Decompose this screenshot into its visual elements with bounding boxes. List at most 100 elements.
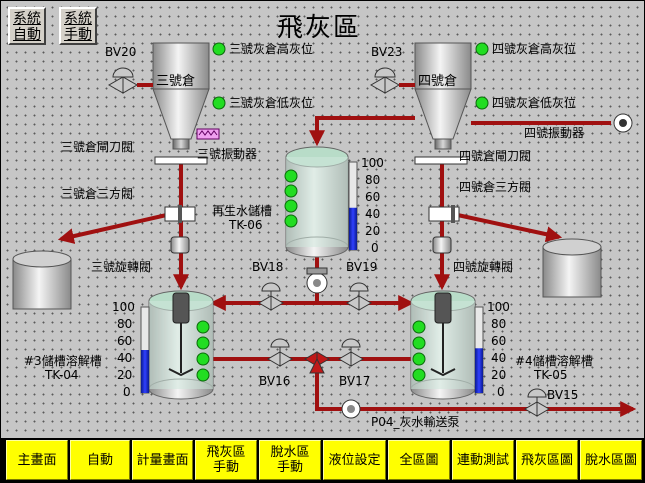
tk06-scale-80: 80 bbox=[365, 173, 381, 187]
nav-button-2[interactable]: 計量畫面 bbox=[132, 440, 193, 480]
nav-button-label: 手動 bbox=[276, 460, 303, 475]
silo3-three-way-label: 三號倉三方閥 bbox=[61, 187, 134, 201]
nav-button-label: 主畫面 bbox=[17, 452, 57, 468]
bv16-label: BV16 bbox=[259, 374, 291, 388]
nav-button-7[interactable]: 連動測試 bbox=[452, 440, 514, 480]
tk04-tank bbox=[140, 290, 214, 400]
silo4-knife-gate[interactable] bbox=[414, 156, 468, 165]
system-auto-line1: 系統 bbox=[13, 11, 41, 27]
silo3-divert-pipe bbox=[57, 212, 172, 244]
tk04-name: #3儲槽溶解槽 bbox=[24, 354, 102, 368]
system-manual-line1: 系統 bbox=[64, 11, 92, 27]
process-diagram bbox=[12, 42, 637, 419]
system-auto-line2: 自動 bbox=[13, 27, 41, 43]
ash-bin-right bbox=[542, 238, 602, 298]
ash-bin-left bbox=[12, 250, 72, 310]
nav-button-label: 液位設定 bbox=[328, 452, 381, 468]
tk06-pump[interactable] bbox=[306, 267, 328, 294]
silo4-three-way-label: 四號倉三方閥 bbox=[459, 180, 532, 194]
tk05-scale-60: 60 bbox=[491, 334, 507, 348]
nav-button-5[interactable]: 液位設定 bbox=[323, 440, 386, 480]
p04-pump-label: P04_灰水輸送泵 bbox=[371, 415, 460, 429]
nav-button-label: 脫水區 bbox=[270, 445, 310, 460]
silo4-rotary-valve[interactable] bbox=[432, 236, 452, 254]
tk04-scale-100: 100 bbox=[112, 300, 135, 314]
bv15-valve[interactable] bbox=[524, 388, 550, 417]
silo4-high-level-lamp bbox=[475, 42, 489, 56]
system-auto-button[interactable]: 系統 自動 bbox=[8, 7, 46, 45]
tk04-scale-80: 80 bbox=[117, 317, 133, 331]
tk04-tag: TK-04 bbox=[45, 368, 79, 382]
silo4-vibrator-label: 四號振動器 bbox=[524, 126, 585, 140]
silo4-rotary-label: 四號旋轉閥 bbox=[453, 260, 514, 274]
nav-button-label: 手動 bbox=[212, 460, 239, 475]
page-title: 飛灰區 bbox=[277, 13, 362, 43]
tk06-scale-20: 20 bbox=[365, 224, 381, 238]
nav-button-1[interactable]: 自動 bbox=[70, 440, 130, 480]
nav-button-3[interactable]: 飛灰區手動 bbox=[195, 440, 257, 480]
tk06-name: 再生水儲槽 bbox=[212, 204, 273, 218]
tk06-scale-60: 60 bbox=[365, 190, 381, 204]
nav-button-4[interactable]: 脫水區手動 bbox=[259, 440, 321, 480]
tk04-scale-0: 0 bbox=[123, 385, 131, 399]
tk05-tag: TK-05 bbox=[534, 368, 568, 382]
tk05-name: #4儲槽溶解槽 bbox=[515, 354, 593, 368]
system-manual-button[interactable]: 系統 手動 bbox=[59, 7, 97, 45]
tk05-level-bar bbox=[475, 348, 483, 393]
nav-button-6[interactable]: 全區圖 bbox=[388, 440, 450, 480]
bv17-valve[interactable] bbox=[338, 338, 364, 367]
tk05-scale-20: 20 bbox=[491, 368, 507, 382]
tk06-scale-0: 0 bbox=[371, 241, 379, 255]
silo3-rotary-label: 三號旋轉閥 bbox=[91, 260, 152, 274]
silo3-name: 三號倉 bbox=[156, 74, 196, 89]
tk05-scale-40: 40 bbox=[491, 351, 507, 365]
silo3-knife-gate[interactable] bbox=[154, 156, 208, 165]
nav-button-label: 計量畫面 bbox=[136, 452, 189, 468]
nav-button-0[interactable]: 主畫面 bbox=[6, 440, 68, 480]
silo4-knife-gate-label: 四號倉閘刀閥 bbox=[459, 149, 532, 163]
tk04-scale-40: 40 bbox=[117, 351, 133, 365]
tk06-scale-100: 100 bbox=[361, 156, 384, 170]
silo3-vibrator[interactable] bbox=[196, 128, 220, 140]
nav-button-8[interactable]: 飛灰區圖 bbox=[516, 440, 578, 480]
tk05-scale-80: 80 bbox=[491, 317, 507, 331]
silo3-knife-gate-label: 三號倉閘刀閥 bbox=[61, 140, 134, 154]
bv19-label: BV19 bbox=[346, 260, 378, 274]
silo3-low-level-label: 三號灰倉低灰位 bbox=[229, 96, 314, 110]
tk06-level-bar bbox=[349, 207, 357, 250]
tk06-tag: TK-06 bbox=[229, 218, 263, 232]
tk06-inlet-pipe bbox=[309, 116, 415, 147]
silo4 bbox=[369, 42, 633, 254]
bv18-label: BV18 bbox=[252, 260, 284, 274]
p04-pump[interactable] bbox=[341, 399, 361, 419]
tk06-tank bbox=[284, 146, 358, 258]
nav-button-label: 自動 bbox=[86, 452, 113, 468]
bv16-valve[interactable] bbox=[267, 338, 293, 367]
silo3 bbox=[107, 42, 226, 254]
tk05-scale-0: 0 bbox=[497, 385, 505, 399]
nav-button-label: 脫水區圖 bbox=[584, 452, 637, 468]
bv23-label: BV23 bbox=[371, 45, 403, 59]
bv18-valve[interactable] bbox=[258, 282, 284, 311]
nav-button-label: 飛灰區圖 bbox=[520, 452, 573, 468]
silo3-rotary-valve[interactable] bbox=[170, 236, 190, 254]
silo4-vibrator-fan-icon[interactable] bbox=[613, 113, 633, 133]
tee-valve[interactable] bbox=[304, 351, 330, 374]
nav-button-label: 連動測試 bbox=[456, 452, 509, 468]
bv15-label: BV15 bbox=[547, 388, 579, 402]
bv23-valve[interactable] bbox=[369, 67, 415, 94]
tk05-tank bbox=[410, 290, 484, 400]
bv20-valve[interactable] bbox=[107, 67, 153, 94]
system-manual-line2: 手動 bbox=[64, 27, 92, 43]
bv20-label: BV20 bbox=[105, 45, 137, 59]
nav-button-9[interactable]: 脫水區圖 bbox=[580, 440, 642, 480]
silo3-high-level-lamp bbox=[212, 42, 226, 56]
nav-button-label: 飛灰區 bbox=[206, 445, 246, 460]
tk04-scale-20: 20 bbox=[117, 368, 133, 382]
tk04-level-bar bbox=[141, 350, 149, 393]
silo3-low-level-lamp bbox=[212, 96, 226, 110]
silo3-vibrator-label: 三號振動器 bbox=[197, 147, 258, 161]
nav-button-label: 全區圖 bbox=[399, 452, 439, 468]
bv19-valve[interactable] bbox=[346, 282, 372, 311]
